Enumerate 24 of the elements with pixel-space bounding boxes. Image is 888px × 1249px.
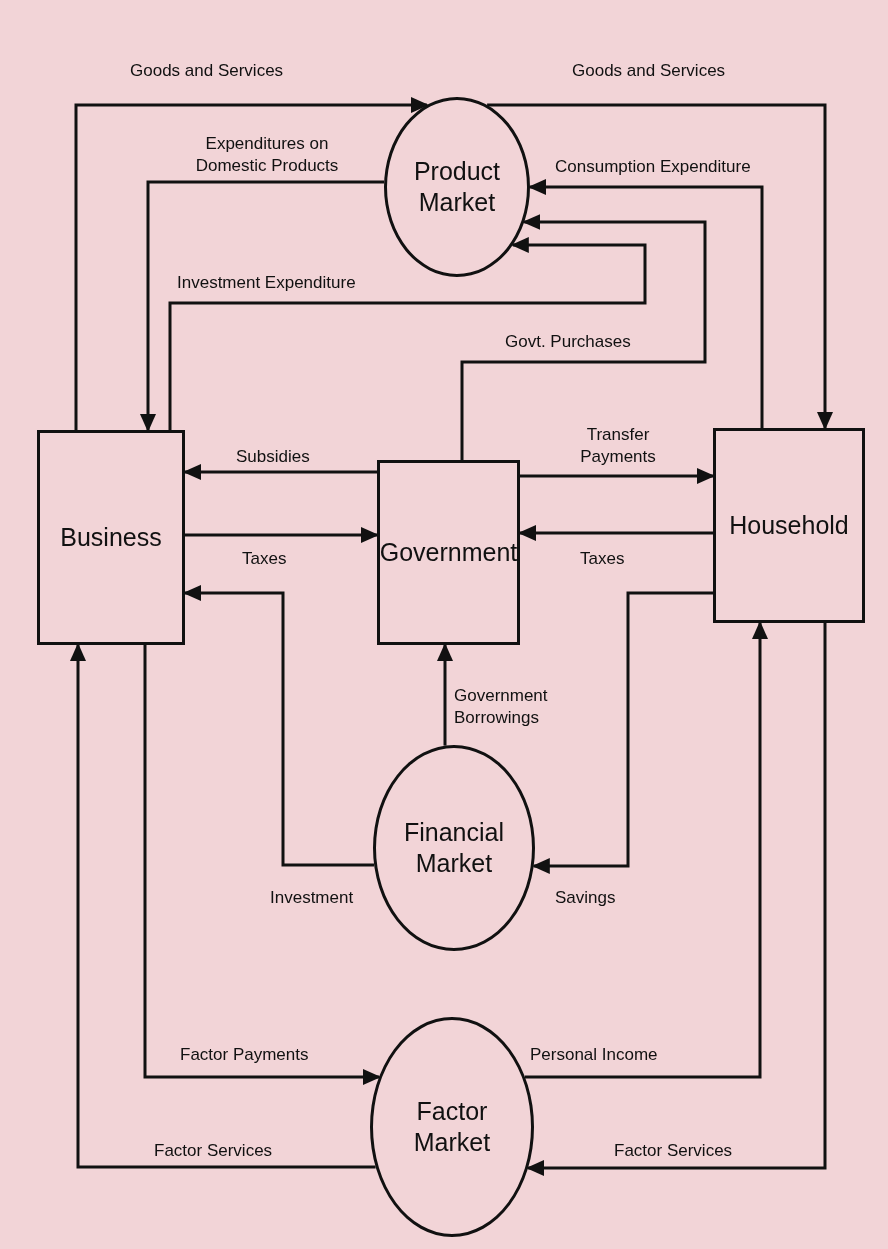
flow-arrow: [140, 180, 385, 432]
flow-arrow: [526, 623, 827, 1176]
node-label: Government: [378, 536, 519, 568]
node-label: Product Market: [412, 155, 502, 218]
flow-arrow: [168, 237, 647, 430]
flow-arrow: [183, 585, 375, 867]
flow-arrow: [183, 464, 377, 480]
sector-box: [37, 430, 185, 645]
node-label: Factor Market: [412, 1095, 492, 1158]
flow-arrow: [460, 214, 707, 460]
flow-arrow: [525, 621, 768, 1079]
flow-arrow: [70, 643, 376, 1169]
flow-arrow: [185, 527, 379, 543]
flow-arrow: [437, 643, 453, 746]
flow-arrow: [487, 103, 833, 430]
sector-box: [713, 428, 865, 623]
flow-arrow: [518, 525, 713, 541]
sector-box: [377, 460, 520, 645]
flow-arrow: [520, 468, 715, 484]
node-label: Financial Market: [402, 816, 506, 879]
node-label: Business: [59, 521, 163, 553]
flow-arrow: [143, 645, 381, 1085]
flow-arrow: [528, 179, 764, 428]
node-label: Household: [728, 509, 850, 541]
